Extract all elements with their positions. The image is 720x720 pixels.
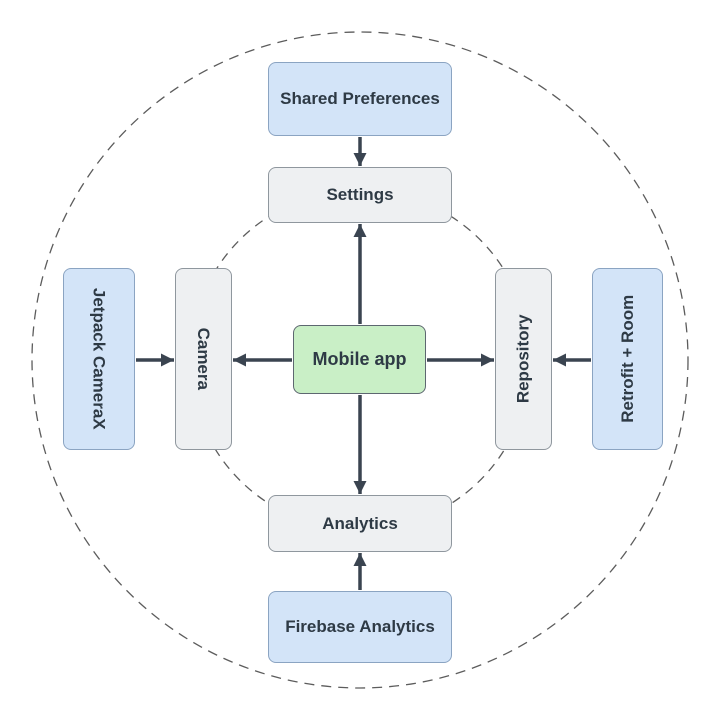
node-firebase-analytics-label: Firebase Analytics [285,617,435,637]
node-analytics: Analytics [268,495,452,552]
node-camera-label: Camera [194,327,214,391]
node-shared-preferences: Shared Preferences [268,62,452,136]
node-settings: Settings [268,167,452,223]
node-jetpack-camerax-label: Jetpack CameraX [89,288,109,430]
node-retrofit-room-label: Retrofit + Room [617,295,637,423]
node-repository: Repository [495,268,552,450]
node-analytics-label: Analytics [322,513,398,533]
node-firebase-analytics: Firebase Analytics [268,591,452,663]
node-settings-label: Settings [326,185,394,205]
node-retrofit-room: Retrofit + Room [592,268,663,450]
node-repository-label: Repository [513,314,533,404]
node-mobile-app-label: Mobile app [312,349,407,370]
outer-boundary-circle [31,31,689,689]
node-shared-preferences-label: Shared Preferences [280,89,440,109]
node-mobile-app: Mobile app [293,325,426,394]
node-camera: Camera [175,268,232,450]
node-jetpack-camerax: Jetpack CameraX [63,268,135,450]
